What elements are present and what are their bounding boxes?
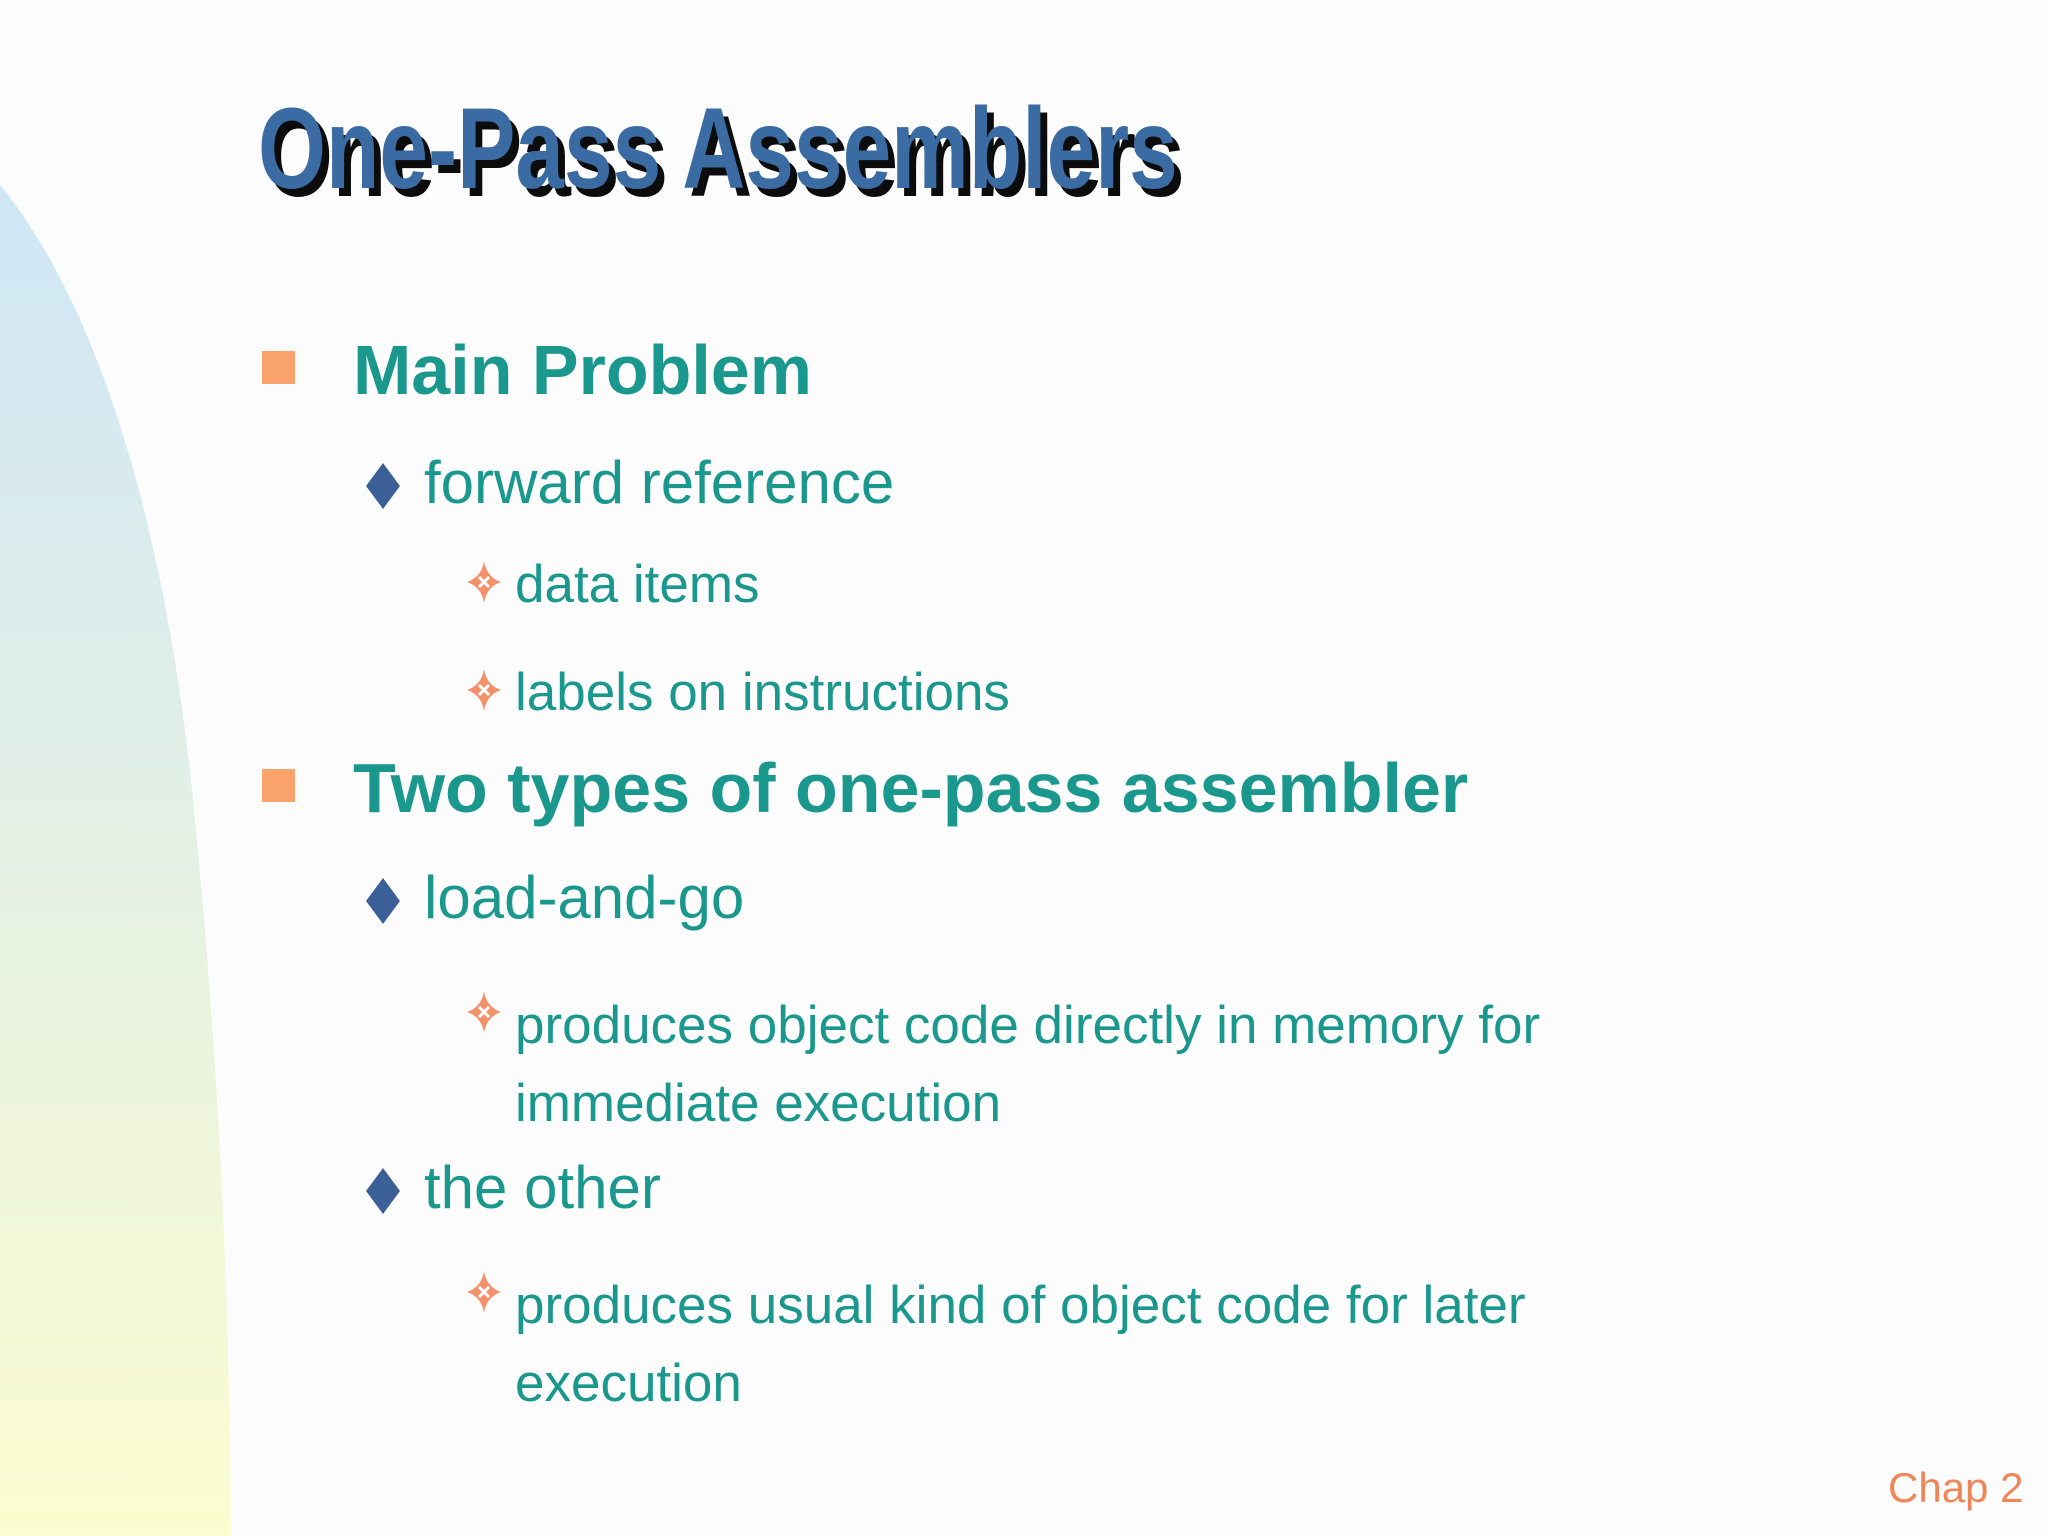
bullet-text-line: produces usual kind of object code for l… [515,1276,1526,1335]
bullet-text: produces object code directly in memory … [515,987,1540,1143]
slide-title: One-Pass Assemblers [258,85,1178,213]
bullet-text-line: immediate execution [515,1074,1002,1133]
gradient-swoosh-decoration [0,185,231,1536]
bullet-text-line: execution [515,1354,742,1413]
square-bullet-icon [262,351,295,384]
bullet-item-load-and-go: load-and-go [366,866,744,929]
diamond-bullet-icon [366,463,400,509]
diamond-bullet-icon [366,878,400,924]
bullet-text: labels on instructions [515,663,1010,722]
bullet-item-labels-on-instructions: labels on instructions [467,665,1010,721]
bullet-text: forward reference [424,449,895,516]
bullet-text: Main Problem [353,331,812,409]
bullet-item-main-problem: Main Problem [262,331,812,409]
bullet-item-two-types: Two types of one-pass assembler [262,749,1469,827]
sparkle-bullet-icon [467,1271,501,1313]
bullet-item-data-items: data items [467,557,760,613]
bullet-text: produces usual kind of object code for l… [515,1267,1526,1423]
bullet-text: load-and-go [424,864,745,931]
bullet-item-produces-in-memory: produces object code directly in memory … [467,987,1540,1143]
sparkle-bullet-icon [467,991,501,1033]
bullet-text-line: produces object code directly in memory … [515,996,1541,1055]
sparkle-bullet-icon [467,561,501,603]
sparkle-bullet-icon [467,669,501,711]
chapter-label: Chap 2 [1888,1464,2024,1511]
bullet-item-produces-for-later: produces usual kind of object code for l… [467,1267,1526,1423]
square-bullet-icon [262,769,295,802]
bullet-text: data items [515,555,760,614]
bullet-text: the other [424,1154,661,1221]
bullet-item-forward-reference: forward reference [366,451,894,514]
bullet-item-the-other: the other [366,1156,661,1219]
diamond-bullet-icon [366,1168,400,1214]
bullet-text: Two types of one-pass assembler [353,749,1469,827]
